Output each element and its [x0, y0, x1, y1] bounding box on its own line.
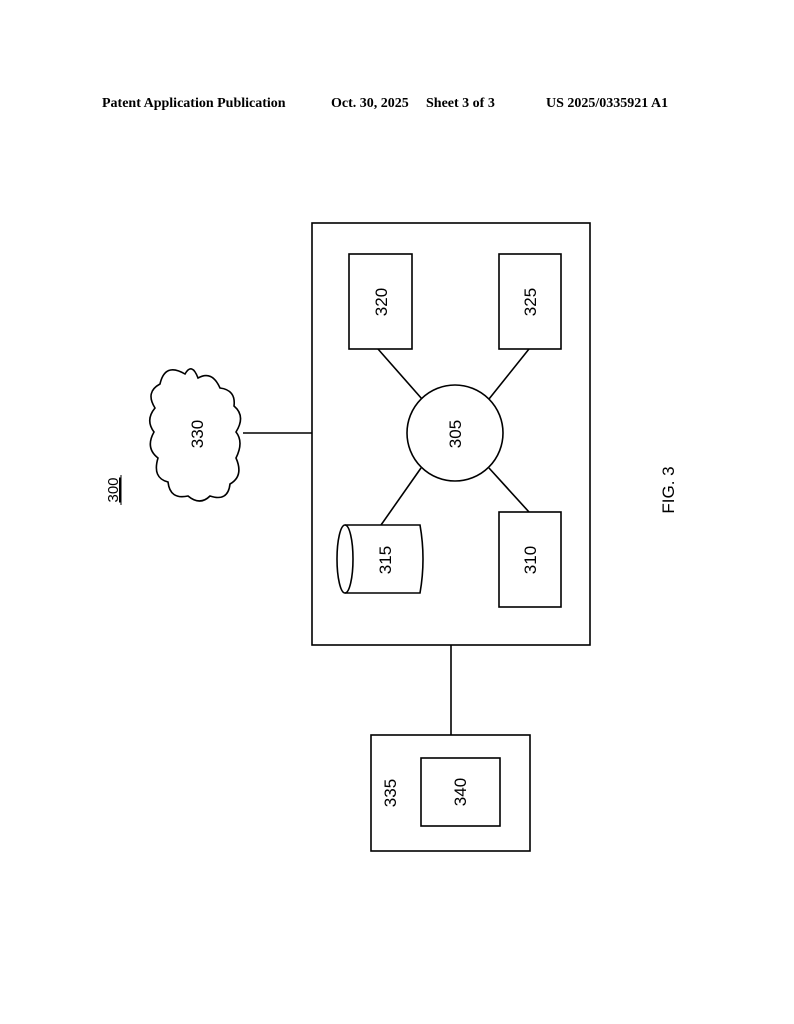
device-box-335	[370, 734, 531, 852]
sheet-number: Sheet 3 of 3	[426, 96, 495, 111]
cloud-icon	[148, 368, 242, 502]
patent-number: US 2025/0335921 A1	[546, 96, 669, 111]
figure-caption: FIG. 3	[659, 466, 678, 513]
system-box	[311, 222, 591, 646]
box-325	[498, 253, 562, 350]
device-inner-340	[420, 757, 501, 827]
link-320-305	[377, 348, 423, 400]
label-315: 315	[376, 546, 395, 574]
box-320	[348, 253, 413, 350]
box-310	[498, 511, 562, 608]
label-340: 340	[451, 778, 470, 806]
label-325: 325	[521, 288, 540, 316]
publication-label: Patent Application Publication	[102, 96, 286, 111]
database-icon	[336, 524, 424, 594]
link-325-305	[488, 348, 530, 400]
label-305: 305	[446, 420, 465, 448]
link-315-305	[380, 467, 422, 526]
label-330: 330	[188, 420, 207, 448]
hub-305	[406, 384, 504, 482]
label-310: 310	[521, 546, 540, 574]
publication-date: Oct. 30, 2025	[331, 96, 409, 111]
label-335: 335	[381, 779, 400, 807]
figure-ref-300: 300	[105, 477, 122, 502]
label-320: 320	[372, 288, 391, 316]
link-310-305	[488, 467, 530, 513]
